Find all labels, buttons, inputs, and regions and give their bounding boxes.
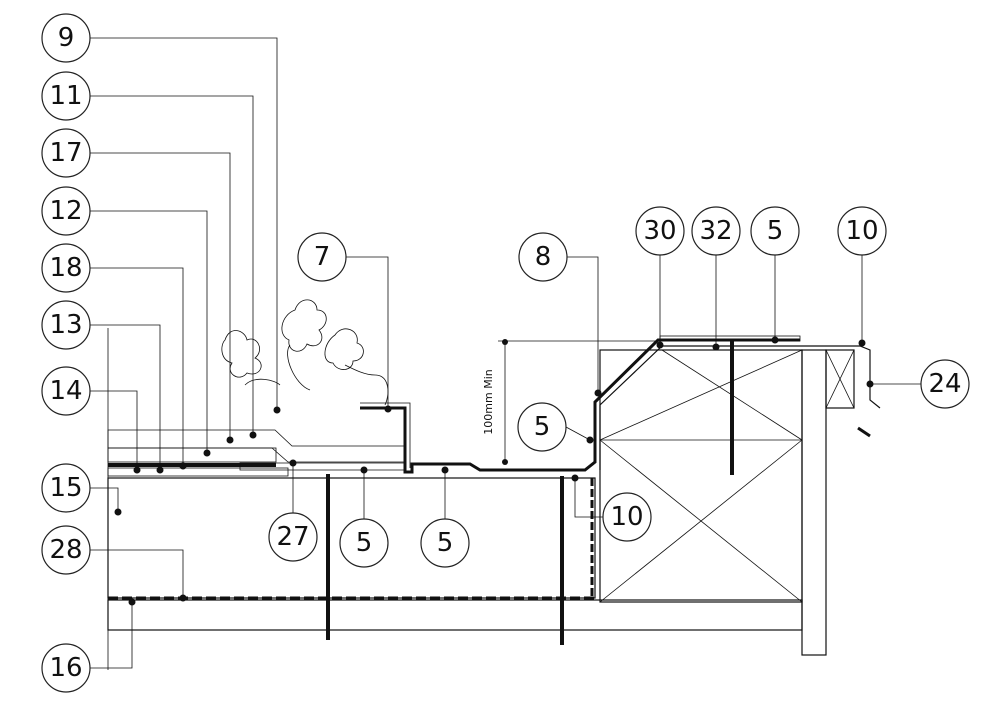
svg-text:16: 16 [49, 653, 82, 683]
tag-30: 30 [635, 206, 685, 256]
svg-text:10: 10 [610, 502, 643, 532]
tag-5-b: 5 [420, 518, 470, 568]
dimension-100mm: 100mm Min [482, 339, 660, 465]
tag-7: 7 [297, 232, 347, 282]
tag-14: 14 [41, 366, 91, 416]
tag-8: 8 [518, 232, 568, 282]
svg-text:9: 9 [58, 23, 75, 53]
tag-17: 17 [41, 128, 91, 178]
tag-24: 24 [920, 359, 970, 409]
tag-32: 32 [691, 206, 741, 256]
svg-text:27: 27 [276, 522, 309, 552]
tag-11: 11 [41, 71, 91, 121]
svg-text:13: 13 [49, 310, 82, 340]
svg-text:28: 28 [49, 535, 82, 565]
svg-text:5: 5 [534, 412, 551, 442]
svg-text:5: 5 [437, 528, 454, 558]
svg-text:7: 7 [314, 242, 331, 272]
tag-10-low: 10 [602, 492, 652, 542]
tag-5-upstand: 5 [517, 402, 567, 452]
svg-text:15: 15 [49, 473, 82, 503]
tag-10-top: 10 [837, 206, 887, 256]
fixing-screws [326, 340, 734, 645]
dimension-label: 100mm Min [482, 369, 495, 434]
plant-illustration [221, 299, 389, 406]
tag-18: 18 [41, 243, 91, 293]
tag-9: 9 [41, 13, 91, 63]
tag-16: 16 [41, 643, 91, 693]
tag-5-a: 5 [339, 518, 389, 568]
svg-text:5: 5 [356, 528, 373, 558]
svg-text:17: 17 [49, 138, 82, 168]
svg-text:18: 18 [49, 253, 82, 283]
svg-text:12: 12 [49, 196, 82, 226]
svg-text:30: 30 [643, 216, 676, 246]
leader-lines [90, 37, 921, 670]
svg-text:5: 5 [767, 216, 784, 246]
tag-13: 13 [41, 300, 91, 350]
tag-12: 12 [41, 186, 91, 236]
tag-27: 27 [268, 512, 318, 562]
tag-28: 28 [41, 525, 91, 575]
structural-deck [107, 599, 803, 631]
svg-text:32: 32 [699, 216, 732, 246]
tag-5-top: 5 [750, 206, 800, 256]
green-roof-buildup [107, 429, 406, 477]
tag-15: 15 [41, 463, 91, 513]
svg-text:8: 8 [535, 242, 552, 272]
svg-text:14: 14 [49, 376, 82, 406]
svg-text:10: 10 [845, 216, 878, 246]
leader-dots [114, 336, 874, 606]
svg-text:24: 24 [928, 369, 961, 399]
svg-text:11: 11 [49, 81, 82, 111]
